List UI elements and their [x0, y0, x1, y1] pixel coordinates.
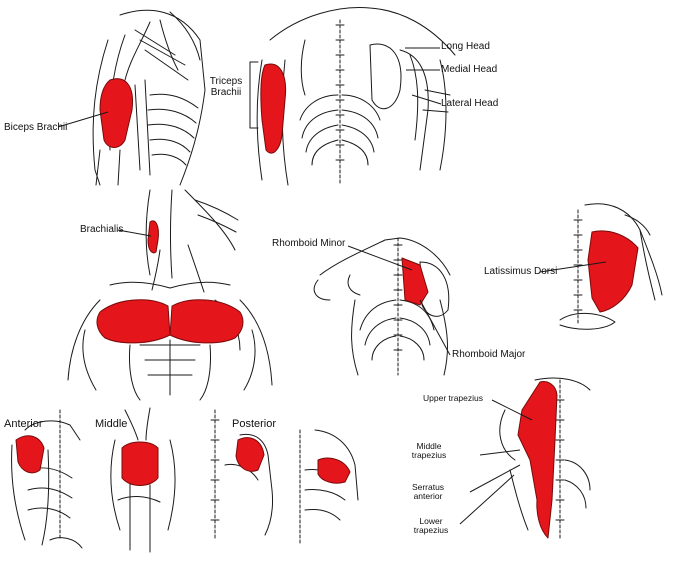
pectoral-right-highlight	[169, 299, 244, 344]
lower-trapezius-line1: Lower	[419, 516, 443, 526]
middle-trapezius-line2: trapezius	[411, 450, 447, 461]
middle-label: Middle	[95, 418, 128, 430]
chest-figure	[67, 281, 273, 401]
latissimus-muscle-highlight	[587, 230, 639, 313]
posterior-label: Posterior	[232, 418, 277, 430]
biceps-muscle-highlight	[99, 78, 134, 148]
pectoral-left-highlight	[96, 299, 171, 344]
serratus-line2: anterior	[413, 491, 443, 502]
medial-head-label: Medial Head	[441, 64, 498, 75]
brachialis-label: Brachialis	[80, 224, 124, 235]
serratus-line1: Serratus	[411, 482, 445, 492]
deltoid-posterior-highlight	[235, 437, 265, 472]
triceps-brachii-label: Triceps Brachii	[206, 76, 246, 98]
triceps-muscle-highlight	[260, 63, 287, 154]
triceps-label-line1: Triceps	[209, 76, 243, 87]
brachialis-figure	[145, 189, 239, 293]
trapezius-muscle-highlight	[517, 381, 558, 539]
deltoid-anterior-figure	[11, 409, 83, 549]
deltoid-detail-figure	[299, 429, 359, 546]
biceps-figure	[92, 9, 206, 186]
rhomboid-muscle-highlight	[401, 257, 429, 306]
lower-trapezius-line2: trapezius	[413, 525, 449, 536]
lateral-head-label: Lateral Head	[441, 98, 499, 109]
middle-trapezius-label: Middle trapezius	[404, 441, 454, 461]
anterior-label: Anterior	[4, 418, 43, 430]
latissimus-dorsi-label: Latissimus Dorsi	[484, 266, 558, 277]
deltoid-middle-highlight	[121, 441, 159, 486]
triceps-label-line2: Brachii	[210, 87, 242, 98]
serratus-anterior-label: Serratus anterior	[404, 482, 452, 502]
biceps-brachii-label: Biceps Brachii	[4, 122, 68, 133]
deltoid-middle-figure	[110, 407, 176, 553]
deltoid-detail-highlight	[317, 457, 351, 484]
triceps-figure	[256, 7, 456, 186]
long-head-label: Long Head	[441, 41, 490, 52]
leader-lines	[57, 47, 607, 525]
rhomboid-minor-label: Rhomboid Minor	[272, 238, 346, 249]
middle-trapezius-line1: Middle	[416, 441, 442, 451]
brachialis-muscle-highlight	[147, 220, 159, 254]
trapezius-figure	[499, 377, 591, 541]
lower-trapezius-label: Lower trapezius	[407, 516, 455, 536]
rhomboid-major-label: Rhomboid Major	[452, 349, 526, 360]
deltoid-anterior-highlight	[15, 435, 45, 474]
latissimus-figure	[559, 203, 663, 330]
upper-trapezius-label: Upper trapezius	[423, 393, 484, 403]
rhomboids-figure	[313, 237, 451, 376]
